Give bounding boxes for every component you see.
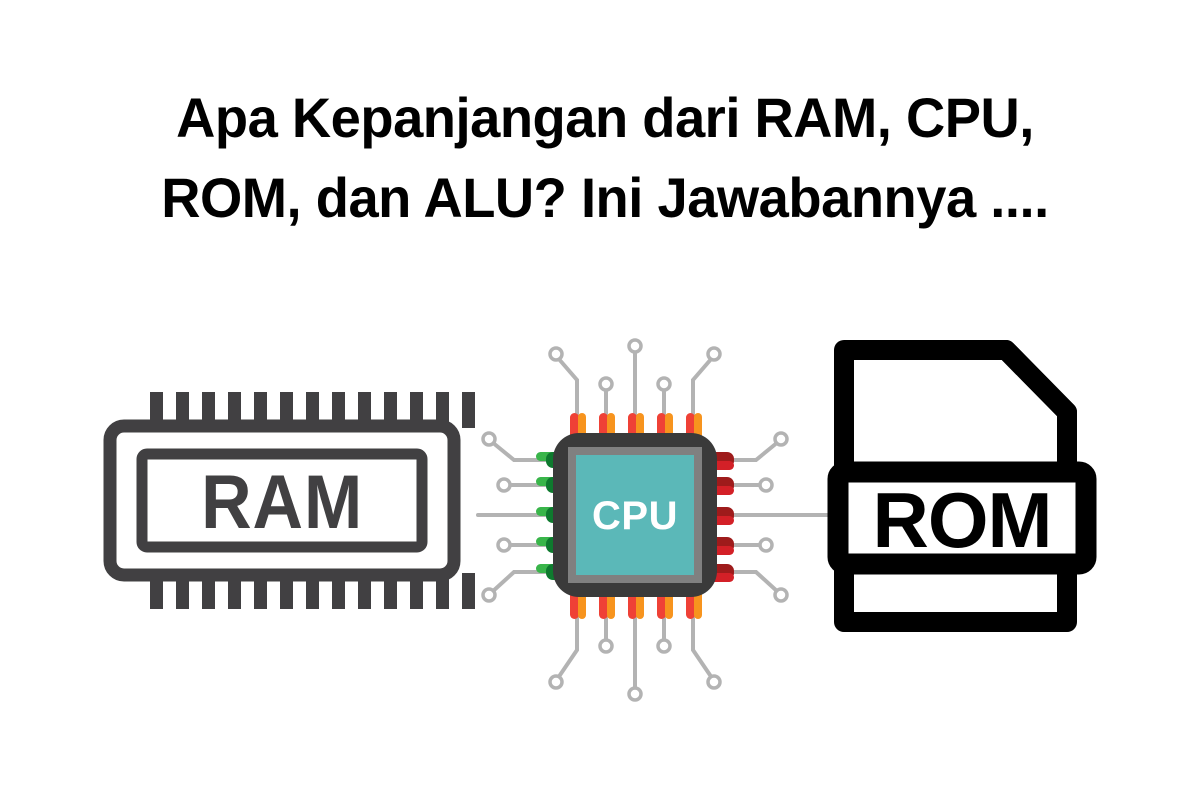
ram-label: RAM: [201, 460, 363, 544]
rom-icon-container: ROM: [824, 330, 1114, 660]
rom-file-document-icon: ROM: [827, 340, 1097, 632]
rom-label: ROM: [873, 476, 1052, 564]
cpu-processor-chip-icon: CPU: [476, 338, 830, 702]
cpu-icon-container: CPU: [476, 330, 830, 710]
page-title-line-1: Apa Kepanjangan dari RAM, CPU,: [176, 86, 1034, 149]
cpu-label: CPU: [592, 494, 678, 538]
page-title-line-2: ROM, dan ALU? Ini Jawabannya ....: [161, 165, 1049, 229]
page-title: Apa Kepanjangan dari RAM, CPU, ROM, dan …: [67, 78, 1144, 237]
ram-inner-frame: [136, 448, 428, 553]
ram-pins-bottom: [150, 573, 475, 609]
cpu-trace-nodes: [481, 338, 789, 702]
rom-label-band: [827, 461, 1097, 575]
cpu-chip-core: [576, 455, 694, 575]
illustration-row: RAM: [0, 330, 1200, 730]
ram-memory-module-icon: RAM: [103, 392, 475, 609]
rom-file-fold-icon: [996, 340, 1077, 422]
ram-icon-container: RAM: [88, 330, 478, 670]
ram-pins-top: [150, 392, 475, 428]
